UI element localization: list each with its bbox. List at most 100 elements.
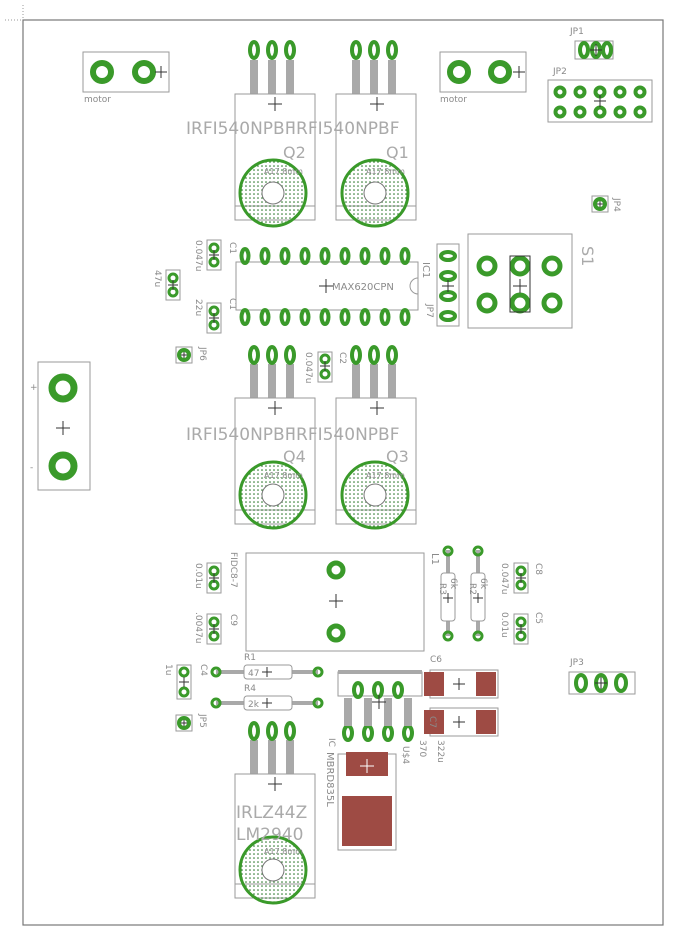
svg-text:A17.8mm: A17.8mm	[264, 471, 303, 480]
svg-text:1u: 1u	[163, 664, 173, 675]
jumper-jp4: JP4	[591, 195, 621, 213]
resistor-r3: R3 6k	[437, 545, 458, 642]
power-plus: +	[30, 383, 38, 393]
svg-text:A17.8mm: A17.8mm	[366, 471, 405, 480]
motor-connector-right: motor	[439, 51, 527, 105]
svg-text:IC: IC	[326, 738, 336, 747]
svg-text:L1: L1	[429, 553, 440, 565]
jumper-jp2: JP2	[547, 67, 653, 123]
q2-part: IRFI540NPBF	[186, 119, 294, 139]
jumper-jp7: JP7	[424, 243, 460, 327]
q4-part: IRFI540NPBF	[186, 425, 294, 445]
svg-text:R4: R4	[244, 684, 256, 694]
svg-text:JP3: JP3	[569, 658, 584, 668]
svg-text:JP7: JP7	[424, 303, 434, 318]
svg-text:47: 47	[248, 669, 259, 679]
svg-text:R3: R3	[437, 583, 447, 595]
svg-text:47u: 47u	[152, 270, 162, 287]
svg-text:JP5: JP5	[197, 713, 207, 728]
svg-text:C9: C9	[228, 614, 238, 626]
svg-text:0.047u: 0.047u	[303, 352, 313, 383]
svg-text:A17.8mm: A17.8mm	[264, 847, 303, 856]
power-connector: + -	[30, 361, 91, 491]
svg-text:C6: C6	[430, 655, 442, 665]
irlz-part: IRLZ44Z	[236, 803, 307, 823]
svg-text:0.047u: 0.047u	[193, 240, 203, 271]
resistor-r1: R1 47	[210, 653, 324, 680]
svg-text:MBRD835L: MBRD835L	[324, 752, 335, 807]
origin-marker	[5, 5, 38, 38]
q1-part: IRFI540NPBF	[291, 119, 399, 139]
svg-text:S1: S1	[578, 246, 597, 266]
jumper-jp5: JP5	[175, 713, 207, 732]
ic1-max620: MAX620CPN IC1	[235, 247, 431, 326]
capacitor-47u: 47u	[152, 269, 181, 301]
svg-text:C5: C5	[533, 612, 543, 624]
motor-label-left: motor	[84, 95, 111, 105]
resistor-r2: R2 6k	[467, 545, 488, 642]
svg-text:C8: C8	[533, 563, 543, 575]
q4-label: Q4	[283, 447, 306, 466]
jumper-jp1: JP1	[569, 27, 614, 60]
svg-text:JP1: JP1	[569, 27, 584, 37]
smd-capacitor-c6: C6	[424, 655, 499, 699]
svg-text:A17.8mm: A17.8mm	[264, 167, 303, 176]
svg-text:MAX620CPN: MAX620CPN	[332, 282, 394, 293]
svg-text:C1: C1	[227, 242, 237, 254]
svg-text:6k: 6k	[478, 578, 488, 590]
capacitor-c4: C4 1u	[163, 664, 208, 700]
lm-part: LM2940	[236, 825, 303, 845]
regulator-u4: U$4 IC	[326, 670, 423, 764]
switch-s1: S1	[467, 233, 597, 329]
svg-text:FIDC8-7: FIDC8-7	[228, 552, 238, 588]
smd-capacitor-c7: C7 322u 370	[417, 707, 499, 763]
jumper-jp3: JP3	[568, 658, 636, 695]
diode-mbrd835l: MBRD835L	[324, 752, 397, 851]
svg-text:22u: 22u	[193, 299, 203, 316]
capacitor-c1-bottom: C1 22u	[193, 298, 237, 334]
q2-label: Q2	[283, 143, 306, 162]
svg-text:JP6: JP6	[197, 346, 207, 361]
capacitor-c5: C5 0.01u	[499, 612, 543, 645]
svg-text:JP2: JP2	[552, 67, 567, 77]
resistor-r4: R4 2k	[210, 684, 324, 711]
svg-text:0.01u: 0.01u	[193, 563, 203, 589]
svg-text:C1: C1	[227, 298, 237, 310]
svg-text:2k: 2k	[248, 700, 260, 710]
q3-part: IRFI540NPBF	[291, 425, 399, 445]
svg-text:IC1: IC1	[420, 262, 431, 278]
svg-text:.0047u: .0047u	[193, 612, 203, 643]
svg-text:A17.8mm: A17.8mm	[366, 167, 405, 176]
jumper-jp6: JP6	[175, 346, 207, 364]
capacitor-c8: C8 0.047u	[499, 562, 543, 594]
motor-label-right: motor	[440, 95, 467, 105]
transistor-irlz44z: IRLZ44Z LM2940 A17.8mm	[234, 721, 316, 905]
svg-text:C4: C4	[198, 664, 208, 676]
svg-text:6k: 6k	[448, 578, 458, 590]
svg-text:C7: C7	[427, 716, 437, 728]
svg-text:C2: C2	[337, 352, 347, 364]
svg-text:322u: 322u	[435, 740, 445, 763]
board-outline	[22, 19, 664, 926]
svg-text:0.047u: 0.047u	[499, 563, 509, 594]
svg-text:370: 370	[417, 740, 427, 757]
svg-text:R2: R2	[467, 583, 477, 595]
transistor-q3: IRFI540NPBF Q3 A17.8mm	[291, 345, 417, 530]
power-minus: -	[30, 463, 33, 473]
q3-label: Q3	[386, 447, 409, 466]
svg-text:R1: R1	[244, 653, 256, 663]
transistor-q4: IRFI540NPBF Q4 A17.8mm	[186, 345, 316, 530]
transistor-q1: IRFI540NPBF Q1 A17.8mm	[291, 40, 417, 228]
capacitor-c9: C9 .0047u	[193, 612, 238, 645]
transistor-q2: IRFI540NPBF Q2 A17.8mm	[186, 40, 316, 228]
svg-text:U$4: U$4	[400, 746, 410, 764]
capacitor-c2: C2 0.047u	[303, 351, 347, 383]
motor-connector-left: motor	[82, 51, 170, 105]
capacitor-fid: FIDC8-7 0.01u	[193, 552, 238, 594]
inductor-l1: L1	[245, 552, 440, 652]
q1-label: Q1	[386, 143, 409, 162]
svg-text:JP4: JP4	[611, 197, 621, 212]
svg-text:0.01u: 0.01u	[499, 612, 509, 638]
capacitor-c1-top: C1 0.047u	[193, 239, 237, 271]
